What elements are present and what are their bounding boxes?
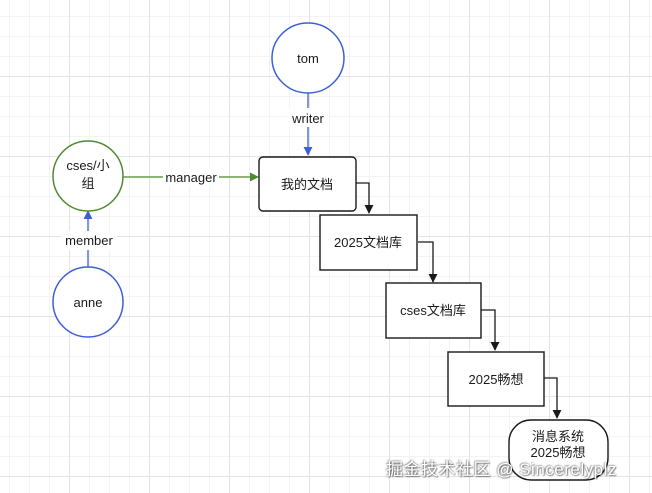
node-message-system[interactable]: 消息系统 2025畅想	[508, 419, 609, 481]
node-2025-idea-label: 2025畅想	[469, 372, 524, 387]
node-cses-library-label: cses文档库	[400, 303, 466, 318]
edge-writer-label: writer	[291, 111, 324, 126]
node-2025-library[interactable]: 2025文档库	[319, 214, 418, 271]
edge-member-label-bg	[61, 231, 117, 250]
node-cses-library[interactable]: cses文档库	[385, 282, 482, 339]
node-cses-group-label-line1: cses/小	[66, 158, 109, 173]
node-anne[interactable]: anne	[52, 266, 124, 338]
edge-mydocs-to-2025lib	[356, 182, 374, 214]
node-2025-library-label: 2025文档库	[334, 235, 402, 250]
edge-member-label: member	[65, 233, 113, 248]
node-my-docs-label: 我的文档	[281, 177, 333, 192]
node-cses-group-label-line2: 组	[81, 176, 94, 191]
edge-2025lib-to-cseslib	[418, 241, 438, 283]
edge-cseslib-to-2025idea	[481, 309, 500, 351]
node-message-system-label-line1: 消息系统	[532, 429, 584, 444]
edge-writer-label-bg	[287, 108, 329, 127]
edge-2025idea-to-message	[544, 377, 562, 419]
node-cses-group[interactable]: cses/小 组	[52, 140, 124, 212]
node-my-docs[interactable]: 我的文档	[258, 156, 357, 212]
node-anne-label: anne	[74, 295, 103, 310]
node-tom-label: tom	[297, 51, 319, 66]
edge-manager-label: manager	[165, 170, 217, 185]
edge-manager-label-bg	[163, 168, 219, 186]
node-message-system-label-line2: 2025畅想	[531, 445, 586, 460]
node-2025-idea[interactable]: 2025畅想	[447, 351, 545, 407]
watermark: 掘金技术社区 @ Sincerelyplz	[386, 460, 617, 479]
node-tom[interactable]: tom	[271, 22, 345, 94]
